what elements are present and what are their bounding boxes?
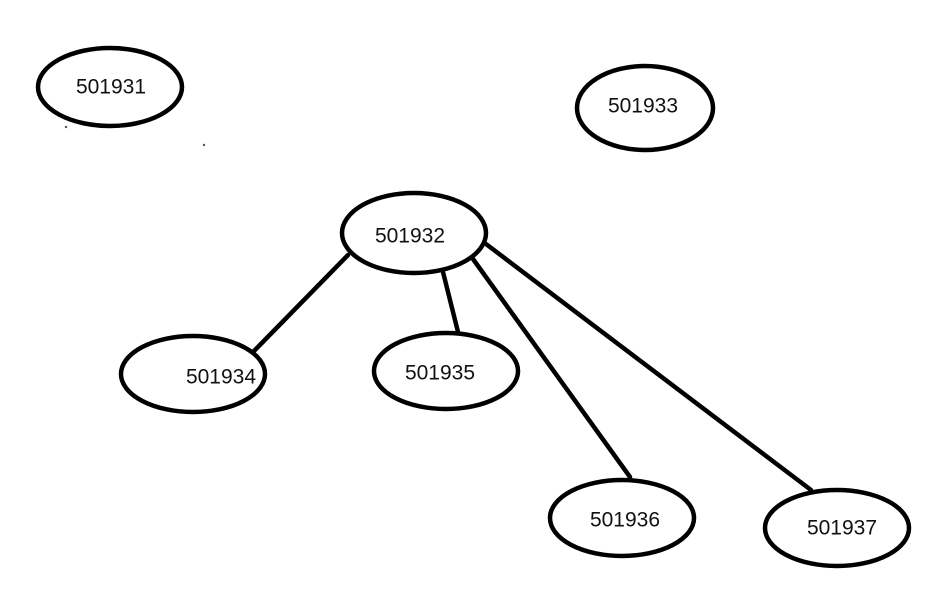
edge-501932-501936 bbox=[470, 256, 633, 480]
node-501936[interactable]: 501936 bbox=[547, 477, 697, 559]
node-ellipse bbox=[118, 333, 268, 415]
node-label: 501931 bbox=[76, 76, 146, 99]
edge-501932-501935 bbox=[440, 269, 461, 335]
stray-mark bbox=[202, 143, 206, 147]
node-501937[interactable]: 501937 bbox=[762, 487, 912, 569]
node-label: 501936 bbox=[590, 509, 660, 532]
node-ellipse bbox=[574, 63, 716, 153]
node-label: 501934 bbox=[186, 366, 256, 389]
stray-mark bbox=[64, 125, 68, 129]
edges bbox=[250, 241, 814, 493]
node-ellipse bbox=[35, 45, 185, 129]
node-501935[interactable]: 501935 bbox=[371, 330, 521, 412]
edge-501932-501934 bbox=[250, 252, 351, 355]
node-501931[interactable]: 501931 bbox=[35, 45, 185, 129]
node-ellipse bbox=[547, 477, 697, 559]
node-label: 501933 bbox=[608, 95, 678, 118]
node-label: 501935 bbox=[405, 362, 475, 385]
node-501932[interactable]: 501932 bbox=[339, 190, 489, 276]
node-label: 501937 bbox=[807, 517, 877, 540]
node-ellipse bbox=[339, 190, 489, 276]
node-ellipse bbox=[762, 487, 912, 569]
node-label: 501932 bbox=[375, 225, 445, 248]
node-501934[interactable]: 501934 bbox=[118, 333, 268, 415]
edge-501932-501937 bbox=[483, 241, 814, 493]
node-ellipse bbox=[371, 330, 521, 412]
node-501933[interactable]: 501933 bbox=[574, 63, 716, 153]
